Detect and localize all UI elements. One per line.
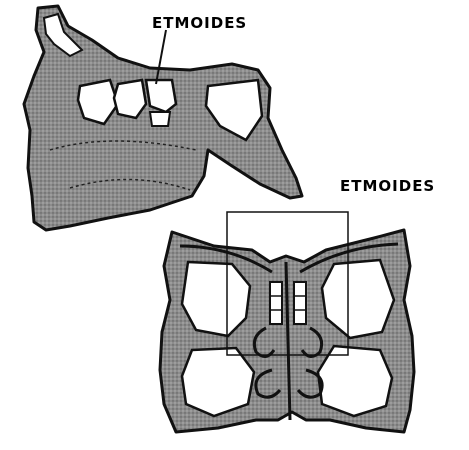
right-maxillary-sinus xyxy=(318,346,392,416)
ethmoid-cells-left xyxy=(270,282,282,324)
lateral-skull-view xyxy=(24,6,302,230)
ethmoid-cell-4 xyxy=(150,112,170,126)
left-maxillary-sinus xyxy=(182,348,254,416)
coronal-skull-view xyxy=(160,212,414,432)
ethmoid-cell-2 xyxy=(114,80,146,118)
ethmoid-label-coronal: ETMOIDES xyxy=(340,177,435,195)
ethmoid-cells-right xyxy=(294,282,306,324)
left-orbit xyxy=(182,262,250,336)
ethmoid-cell-3 xyxy=(146,80,176,112)
ethmoid-label-lateral: ETMOIDES xyxy=(152,14,247,32)
